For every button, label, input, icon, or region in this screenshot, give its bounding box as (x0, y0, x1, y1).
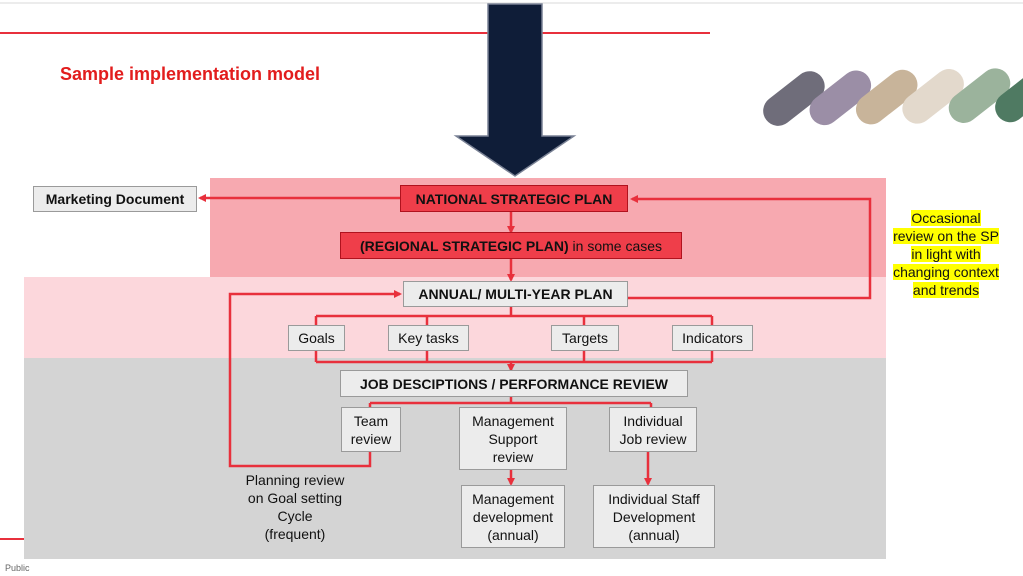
key-tasks-box: Key tasks (388, 325, 469, 351)
individual-staff-development-box: Individual Staff Development (annual) (593, 485, 715, 548)
occasional-line4: changing context (893, 264, 999, 280)
individual-dev-line1: Individual Staff (608, 490, 700, 507)
planning-line1: Planning review (245, 472, 345, 488)
national-strategic-plan-box: NATIONAL STRATEGIC PLAN (400, 185, 628, 212)
occasional-line3: in light with (911, 246, 981, 262)
individual-job-line2: Job review (619, 430, 687, 447)
footer-red-rule (0, 538, 24, 540)
planning-review-note: Planning review on Goal setting Cycle (f… (235, 471, 355, 543)
page-title: Sample implementation model (60, 64, 321, 84)
individual-job-review-box: Individual Job review (609, 407, 697, 452)
management-support-line3: review (492, 448, 534, 465)
regional-bold-label: (REGIONAL STRATEGIC PLAN) (359, 237, 569, 254)
occasional-review-note: Occasional review on the SP in light wit… (886, 209, 1006, 299)
regional-rest-label: in some cases (568, 237, 663, 254)
planning-line3: Cycle (277, 508, 313, 524)
individual-dev-line2: Development (612, 508, 696, 525)
targets-box: Targets (551, 325, 619, 351)
marketing-document-box: Marketing Document (33, 186, 197, 212)
annual-plan-box: ANNUAL/ MULTI-YEAR PLAN (403, 281, 628, 307)
regional-strategic-plan-box: (REGIONAL STRATEGIC PLAN) in some cases (340, 232, 682, 259)
goals-box: Goals (288, 325, 345, 351)
decorative-pill (948, 68, 1011, 123)
occasional-line1: Occasional (911, 210, 981, 226)
team-review-line2: review (350, 430, 392, 447)
decorative-pill (763, 71, 825, 126)
individual-job-line1: Individual (623, 412, 683, 429)
management-dev-line3: (annual) (487, 526, 539, 543)
management-dev-line1: Management (472, 490, 554, 507)
job-descriptions-box: JOB DESCIPTIONS / PERFORMANCE REVIEW (340, 370, 688, 397)
team-review-line1: Team (353, 412, 389, 429)
decorative-pill (995, 67, 1023, 123)
occasional-line2: review on the SP (893, 228, 999, 244)
management-support-line2: Support (488, 430, 538, 447)
footer-label: Public (5, 563, 30, 573)
planning-line4: (frequent) (264, 526, 326, 542)
top-border-line (0, 2, 1023, 4)
decorative-pill (902, 69, 964, 124)
decorative-pill (855, 69, 918, 125)
occasional-line5: and trends (912, 282, 980, 298)
individual-dev-line3: (annual) (628, 526, 680, 543)
indicators-box: Indicators (672, 325, 753, 351)
planning-line2: on Goal setting (247, 490, 343, 506)
management-dev-line2: development (472, 508, 554, 525)
decorative-pill (809, 70, 872, 126)
header-red-rule (0, 32, 710, 34)
management-development-box: Management development (annual) (461, 485, 565, 548)
management-support-box: Management Support review (459, 407, 567, 470)
management-support-line1: Management (472, 412, 554, 429)
team-review-box: Team review (341, 407, 401, 452)
